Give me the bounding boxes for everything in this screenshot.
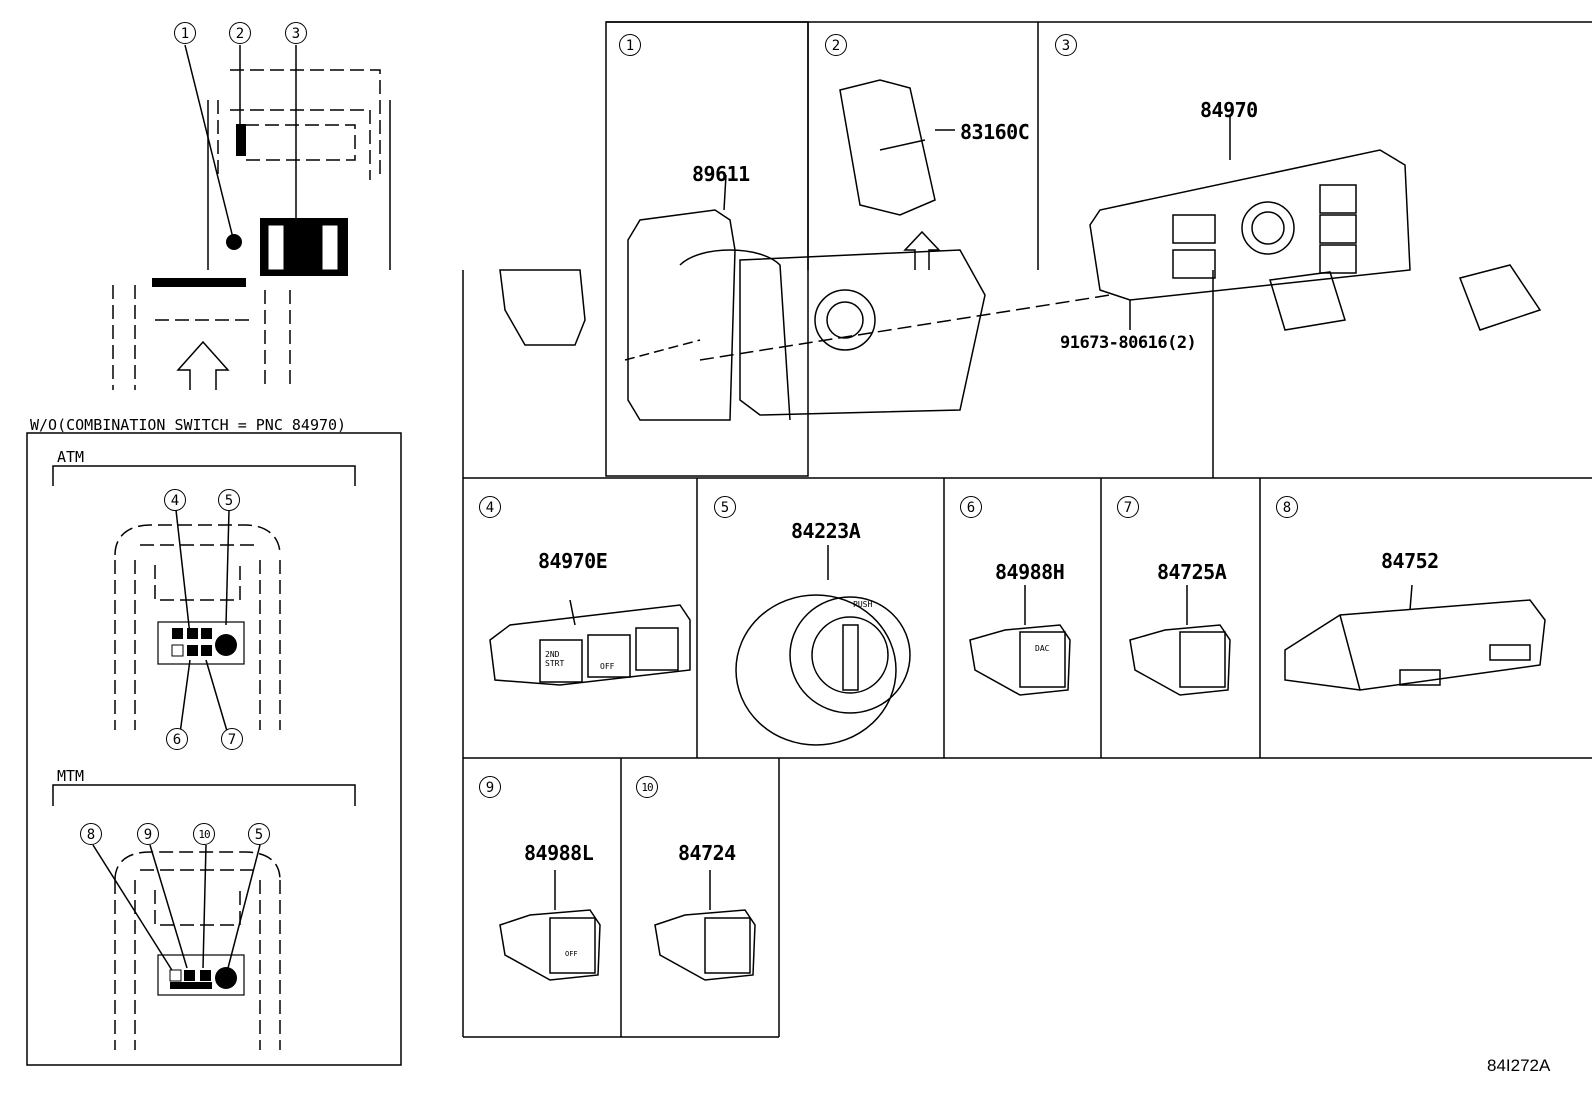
callout-3: 3	[285, 22, 307, 44]
callout-atm-4: 4	[164, 489, 186, 511]
panel-10-number: 10	[636, 776, 658, 798]
panel-2-number: 2	[825, 34, 847, 56]
button-dac-text: DAC	[1035, 644, 1050, 653]
button-2nd-start-text: 2ND STRT	[545, 650, 565, 668]
part-83160C: 83160C	[960, 120, 1030, 144]
callout-mtm-5: 5	[248, 823, 270, 845]
panel-1-frame	[605, 21, 809, 477]
callout-atm-6: 6	[166, 728, 188, 750]
panel-3-number: 3	[1055, 34, 1077, 56]
callout-mtm-9: 9	[137, 823, 159, 845]
callout-mtm-8: 8	[80, 823, 102, 845]
diagram-code: 84I272A	[1487, 1056, 1551, 1075]
panel-7-number: 7	[1117, 496, 1139, 518]
part-84752: 84752	[1381, 549, 1439, 573]
mtm-label: MTM	[57, 767, 85, 785]
dial-push-text: PUSH	[853, 600, 873, 609]
part-84725A: 84725A	[1157, 560, 1227, 584]
panel-1-number: 1	[619, 34, 641, 56]
callout-1: 1	[174, 22, 196, 44]
condition-label: W/O(COMBINATION SWITCH = PNC 84970)	[30, 416, 347, 434]
part-84724: 84724	[678, 841, 736, 865]
part-84988L: 84988L	[524, 841, 594, 865]
callout-atm-5: 5	[218, 489, 240, 511]
callout-2: 2	[229, 22, 251, 44]
atm-label: ATM	[57, 448, 85, 466]
panel-4-number: 4	[479, 496, 501, 518]
callout-mtm-10: 10	[193, 823, 215, 845]
part-84223A: 84223A	[791, 519, 861, 543]
variant-box	[26, 432, 402, 1066]
part-screw: 91673-80616(2)	[1060, 333, 1197, 353]
panel-5-number: 5	[714, 496, 736, 518]
button-off-text: OFF	[600, 662, 615, 671]
button-off-small-text: OFF	[565, 950, 578, 958]
part-84988H: 84988H	[995, 560, 1065, 584]
part-84970E: 84970E	[538, 549, 608, 573]
panel-6-number: 6	[960, 496, 982, 518]
panel-8-number: 8	[1276, 496, 1298, 518]
part-89611: 89611	[692, 162, 750, 186]
panel-9-number: 9	[479, 776, 501, 798]
part-84970: 84970	[1200, 98, 1258, 122]
callout-atm-7: 7	[221, 728, 243, 750]
